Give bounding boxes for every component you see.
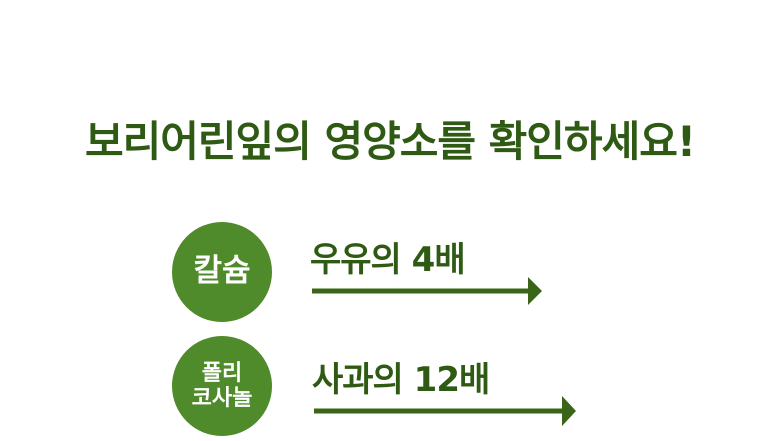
- nutrient-label-line-1: 폴리: [201, 360, 243, 386]
- arrow-head: [528, 277, 542, 305]
- page-headline: 보리어린잎의 영양소를 확인하세요!: [85, 117, 696, 166]
- nutrient-label: 칼슘: [193, 253, 251, 290]
- arrow-right-icon: [312, 277, 542, 305]
- arrow-head: [562, 396, 576, 426]
- nutrient-badge-policosanol: 폴리 코사놀: [172, 336, 272, 436]
- comparison-text: 사과의 12배: [312, 360, 490, 400]
- nutrient-label-line-2: 코사놀: [191, 386, 253, 411]
- arrow-right-icon: [314, 396, 576, 426]
- comparison-text: 우유의 4배: [310, 240, 466, 280]
- nutrient-badge-calcium: 칼슘: [172, 222, 272, 322]
- nutrient-row-policosanol: 폴리 코사놀 사과의 12배: [0, 330, 780, 440]
- nutrient-row-calcium: 칼슘 우유의 4배: [0, 220, 780, 330]
